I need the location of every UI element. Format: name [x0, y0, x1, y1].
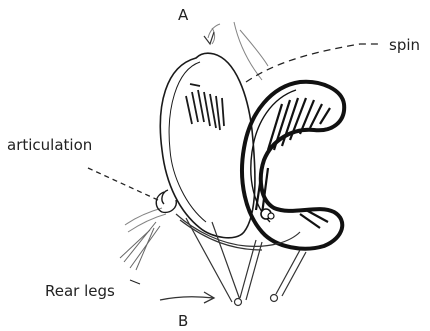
leader-rear-legs [130, 280, 140, 284]
rear-leg-strokes [120, 222, 160, 270]
body-segment-a [160, 53, 255, 238]
connector-lines [176, 214, 300, 302]
label-spin: spin [389, 38, 420, 53]
label-articulation: articulation [7, 138, 92, 153]
b-arrow [160, 292, 214, 303]
label-a: A [178, 8, 188, 23]
label-rear-legs: Rear legs [45, 284, 115, 299]
leader-lines [88, 44, 382, 284]
label-b: B [178, 314, 188, 329]
leader-articulation [88, 168, 158, 200]
hatching-a [186, 84, 224, 130]
body-segment-b [242, 82, 344, 249]
